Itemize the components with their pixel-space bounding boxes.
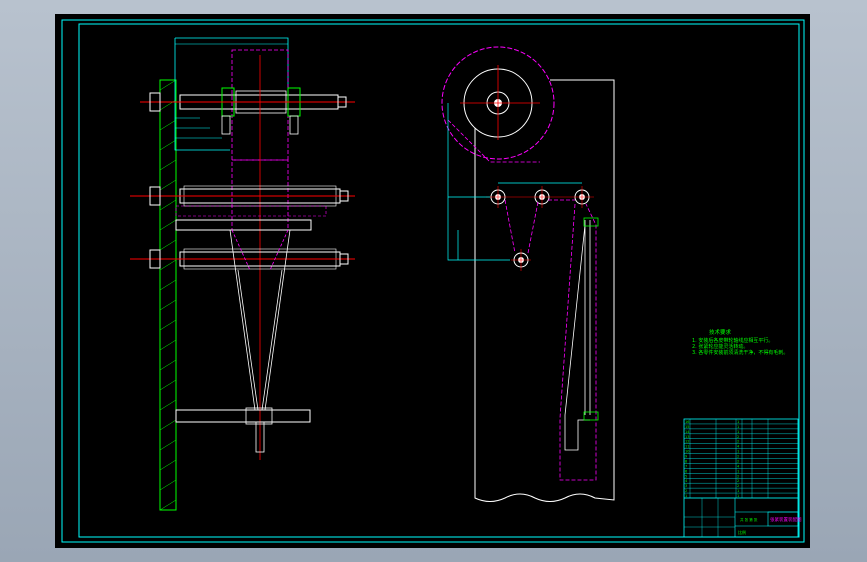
- technical-notes: 技术要求 1. 安装后各皮带轮轴线应相互平行。 2. 张紧轮应能灵活转动。 3.…: [692, 328, 788, 356]
- note-line-3: 3. 各零件安装前须清洗干净，不得有毛刺。: [692, 349, 788, 356]
- bom-cell: 2: [685, 489, 687, 493]
- bom-cell: 14: [685, 430, 690, 434]
- belt-taper: [229, 229, 291, 411]
- bom-cell: 2: [737, 479, 739, 483]
- bom-cell: 1: [737, 430, 739, 434]
- title-block-name: 张紧装置装配图: [770, 516, 802, 523]
- bom-cell: 4: [737, 464, 740, 468]
- bom-cell: 2: [737, 484, 739, 488]
- tensioner-bolt-bottom: [583, 411, 599, 421]
- wall-plate: [159, 79, 177, 511]
- bom-cell: 16: [685, 420, 689, 424]
- dimension-lines-left: [175, 117, 222, 139]
- bom-cell: 2: [737, 435, 739, 439]
- bom-cell: 1: [685, 494, 687, 498]
- bom-cell: 8: [685, 459, 687, 463]
- bom-cell: 1: [737, 425, 739, 429]
- note-line-1: 1. 安装后各皮带轮轴线应相互平行。: [692, 337, 773, 344]
- bottom-bracket: [175, 409, 311, 423]
- bom-cell: 10: [685, 450, 689, 454]
- title-block-sheet: 共 张 第 张: [740, 517, 758, 522]
- bom-cell: 2: [737, 455, 739, 459]
- side-view: [441, 46, 615, 502]
- bom-cell: 3: [685, 484, 687, 488]
- bottom-rod: [255, 421, 265, 453]
- outer-frame: [61, 19, 805, 543]
- wall-hatch: [159, 79, 177, 511]
- bom-cell: 9: [685, 455, 687, 459]
- notes-heading: 技术要求: [709, 328, 732, 336]
- bom-cell: 11: [685, 445, 689, 449]
- front-view: [130, 37, 355, 511]
- bom-cell: 13: [685, 435, 689, 439]
- bom-cell: 4: [685, 479, 688, 483]
- bom-cell: 5: [685, 474, 687, 478]
- bom-cell: 1: [737, 469, 739, 473]
- bom-cell: 15: [685, 425, 689, 429]
- bom-cell: 1: [737, 494, 739, 498]
- belt-path: [447, 119, 597, 481]
- bom-cell: 7: [685, 464, 687, 468]
- bom-cell: 1: [737, 420, 739, 424]
- lower-shaft-assembly: [130, 248, 355, 270]
- bom-cell: 1: [737, 450, 739, 454]
- middle-shaft-assembly: [130, 185, 355, 231]
- bom-cell: 4: [737, 445, 740, 449]
- drive-pulley-outer: [441, 46, 555, 160]
- bom-cell: 6: [685, 469, 687, 473]
- bom-cell: 2: [737, 459, 739, 463]
- side-dimension-lines: [447, 103, 582, 261]
- title-block-scale: 比例: [738, 529, 746, 535]
- machine-frame-outline: [474, 78, 615, 502]
- upper-shaft-assembly: [140, 87, 355, 135]
- bom-cell: 1: [737, 489, 739, 493]
- bom-cell: 2: [737, 474, 739, 478]
- drawing-sheet: [55, 14, 810, 548]
- belt-taper-magenta: [231, 229, 289, 271]
- bottom-bolt: [245, 407, 273, 425]
- inner-frame: [78, 23, 800, 538]
- bom-cell: 2: [737, 440, 739, 444]
- tensioner-arm: [564, 220, 591, 451]
- tensioner-bolt-top: [583, 217, 599, 227]
- note-line-2: 2. 张紧轮应能灵活转动。: [692, 343, 748, 350]
- bom-cell: 12: [685, 440, 689, 444]
